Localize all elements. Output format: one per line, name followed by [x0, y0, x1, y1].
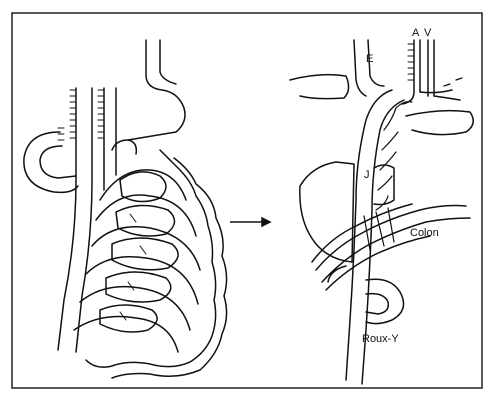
liver-lobe	[300, 162, 354, 262]
upper-left-organ	[290, 75, 349, 99]
roux-y-loop	[366, 279, 404, 323]
colon	[316, 206, 466, 271]
upper-right-organ	[406, 111, 473, 135]
label-roux-y: Roux-Y	[362, 333, 399, 345]
label-colon: Colon	[410, 227, 439, 239]
label-esophagus: E	[366, 53, 373, 65]
esophagus-segment	[354, 40, 366, 96]
label-artery: A	[412, 27, 420, 39]
esophagus-tube	[58, 88, 76, 350]
label-jejunum: J	[364, 169, 370, 181]
transition-arrow	[230, 218, 270, 226]
left-panel-anatomy	[24, 40, 227, 378]
stomach-stump	[128, 40, 185, 140]
figure-frame	[12, 13, 482, 388]
duodenal-loop	[24, 132, 78, 192]
label-vein: V	[424, 27, 432, 39]
